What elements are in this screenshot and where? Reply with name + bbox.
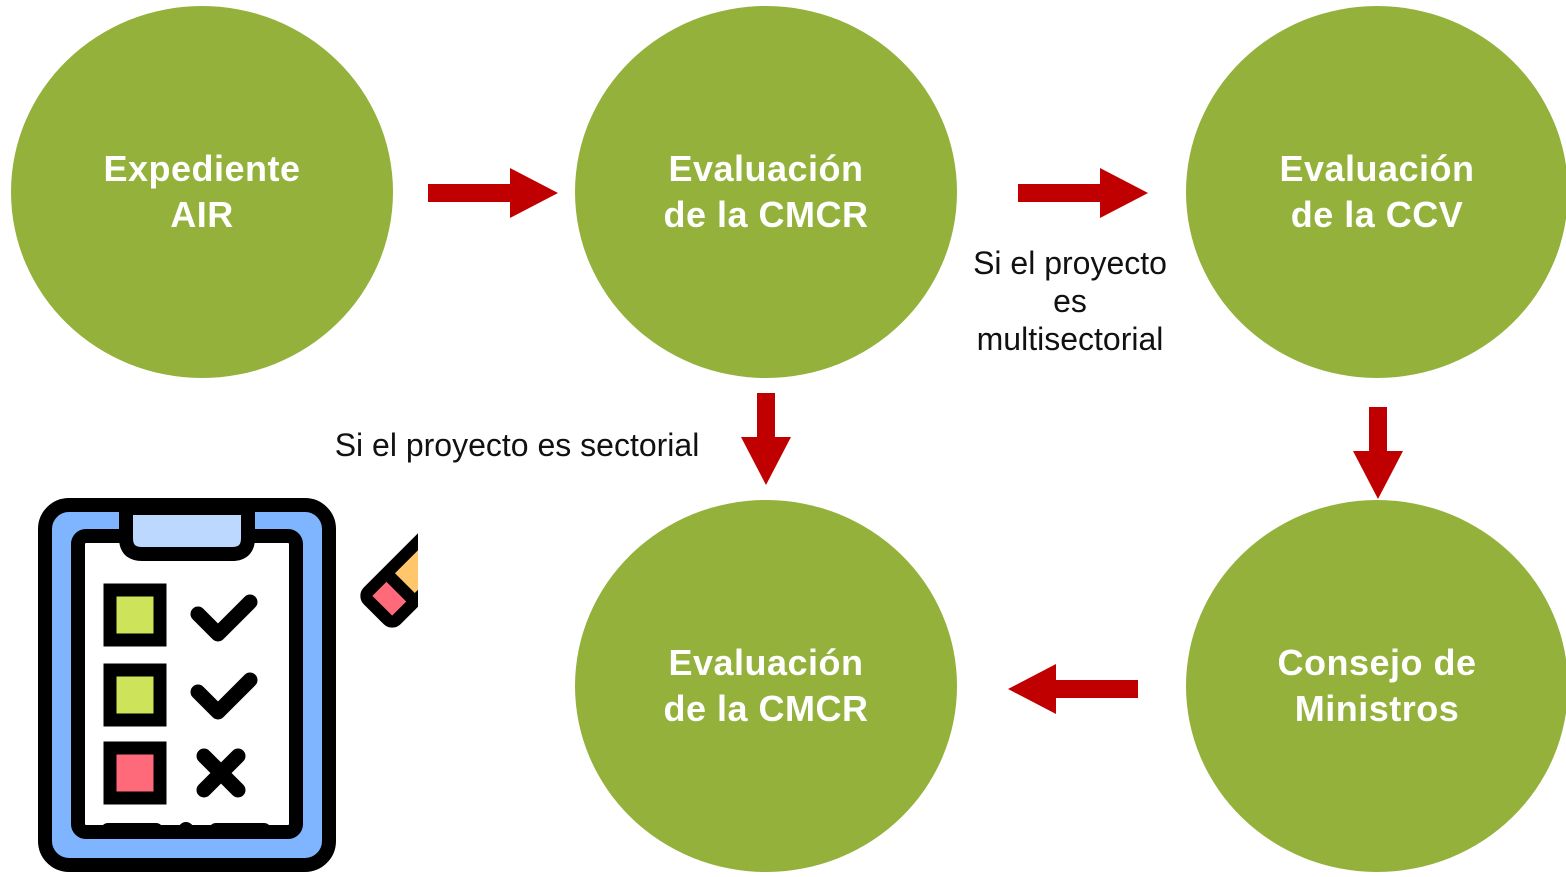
arrow-down-ccv-to-consejo [1353,407,1403,501]
node-evaluacion-ccv: Evaluación de la CCV [1186,6,1566,378]
node-label: Evaluación de la CCV [1279,148,1475,235]
caption-sectorial: Si el proyecto es sectorial [334,427,700,463]
arrow-left-consejo-to-cmcr [1006,664,1138,714]
node-expediente-air: Expediente AIR [11,6,393,378]
caption-multisectorial: Si el proyecto es multisectorial [973,245,1167,357]
node-evaluacion-cmcr-top: Evaluación de la CMCR [575,6,957,378]
arrow-right-cmcr-to-ccv [1018,168,1150,218]
node-consejo-ministros: Consejo de Ministros [1186,500,1566,872]
node-label: Consejo de Ministros [1277,642,1477,729]
node-label: Evaluación de la CMCR [663,148,869,235]
node-label: Expediente AIR [103,148,301,235]
node-evaluacion-cmcr-bottom: Evaluación de la CMCR [575,500,957,872]
arrow-down-cmcr-sectorial [741,393,791,487]
node-label: Evaluación de la CMCR [663,642,869,729]
arrow-right-air-to-cmcr [428,168,560,218]
checklist-clipboard-icon [38,465,523,877]
